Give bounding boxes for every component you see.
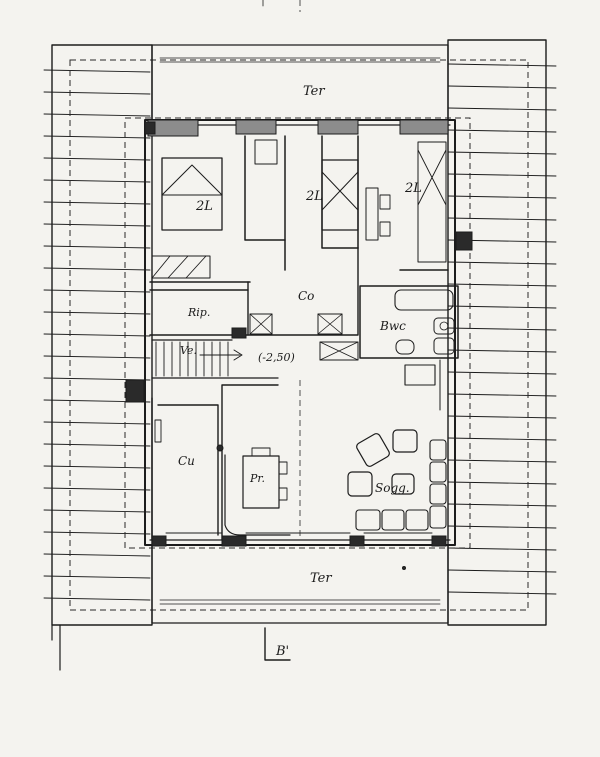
bottom-terrace: Ter (151, 544, 449, 624)
roof-slat (43, 443, 151, 447)
roof-slat (43, 597, 151, 601)
dining-label: Pr. (249, 472, 265, 485)
roof-slat (447, 349, 557, 353)
roof-slat (447, 305, 557, 309)
roof-slat (43, 289, 151, 293)
stairs-label: Ve. (180, 344, 197, 357)
roof-slat (43, 179, 151, 183)
roof-slat (447, 327, 557, 331)
section-label: B' (275, 644, 289, 659)
roof-slat (43, 575, 151, 579)
roof-slat (43, 245, 151, 249)
roof-slat (43, 91, 151, 95)
roof-slat (447, 525, 557, 529)
roof-slat (43, 157, 151, 161)
terrace-top-label: Ter (303, 84, 325, 99)
roof-slat (43, 531, 151, 535)
roof-slat (43, 311, 151, 315)
roof-slat (447, 63, 557, 67)
bottom-wall-pillars (151, 532, 447, 547)
roof-slat (447, 393, 557, 397)
kitchen-label: Cu (178, 454, 195, 468)
level-label: (-2,50) (258, 351, 295, 364)
bathroom: Bwc (319, 285, 459, 361)
kitchen: Cu (125, 379, 279, 541)
roof-slat (447, 415, 557, 419)
roof-slat (43, 333, 151, 337)
roof-slat (447, 195, 557, 199)
dining-area: Pr. (216, 444, 291, 536)
roof-slat (43, 113, 151, 117)
roof-slat (447, 437, 557, 441)
right-roof-wing (447, 39, 557, 626)
bedroom-3: 2L (357, 135, 473, 271)
bedroom-1-label: 2L (195, 199, 213, 214)
roof-slat (447, 591, 557, 595)
roof-slat (43, 69, 151, 73)
bathroom-label: Bwc (379, 319, 406, 333)
bedroom-3-label: 2L (404, 181, 422, 196)
top-terrace: Ter (151, 44, 449, 121)
terrace-bottom-label: Ter (310, 571, 332, 586)
left-roof-wing (43, 44, 153, 671)
roof-slat (447, 481, 557, 485)
roof-slat (447, 217, 557, 221)
roof-slat (447, 129, 557, 133)
roof-slat (447, 569, 557, 573)
roof-slat (447, 173, 557, 177)
storage-room: Rip. (149, 289, 249, 339)
roof-slat (447, 503, 557, 507)
roof-slat (43, 487, 151, 491)
section-marker: B' (264, 627, 291, 661)
bedroom-2: 2L (254, 135, 359, 249)
top-wall-pillars (144, 119, 449, 137)
roof-slat (43, 135, 151, 139)
roof-slat (447, 547, 557, 551)
roof-slat (43, 465, 151, 469)
roof-slat (43, 553, 151, 557)
roof-slat (447, 371, 557, 375)
roof-slat (447, 85, 557, 89)
roof-slat (43, 267, 151, 271)
roof-slat (447, 151, 557, 155)
roof-slat (43, 509, 151, 513)
roof-slat (447, 459, 557, 463)
storage-label: Rip. (187, 306, 210, 319)
roof-slat (447, 283, 557, 287)
roof-slat (43, 223, 151, 227)
living-label: Sogg. (375, 481, 410, 495)
roof-slat (43, 355, 151, 359)
bedroom-1: 2L (149, 135, 286, 283)
living-room: Sogg. (347, 359, 447, 531)
bedroom-2-label: 2L (305, 189, 323, 204)
roof-slat (447, 261, 557, 265)
staircase: Ve. (-2,50) (151, 339, 295, 379)
corridor: Co (247, 247, 359, 336)
roof-slat (447, 107, 557, 111)
roof-slat (43, 421, 151, 425)
roof-slat (43, 201, 151, 205)
corridor-label: Co (298, 289, 314, 303)
